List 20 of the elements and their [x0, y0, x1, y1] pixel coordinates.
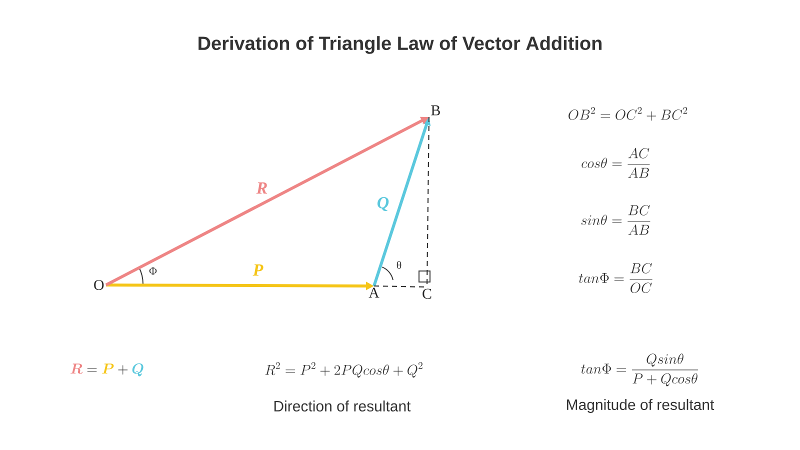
point-label: B	[431, 105, 440, 116]
point-label: A	[368, 288, 380, 298]
formula: $OB^2 = OC^2 + BC^2$	[568, 107, 688, 121]
vector-label: Q	[377, 196, 389, 211]
vector-label: R	[256, 182, 268, 194]
formula: $R^2 = P^2 + 2PQcos\theta + Q^2$	[265, 362, 422, 378]
formula: $cos\theta = \frac{AC}{AB}$	[582, 148, 650, 178]
title: Derivation of Triangle Law of Vector Addition	[198, 36, 602, 54]
point-label: O	[94, 280, 104, 290]
caption: Direction of resultant	[274, 400, 411, 412]
formula: $sin\theta = \frac{BC}{AB}$	[581, 204, 650, 235]
formula: $\textcolor[HTML]{EE8585}{\boldsymbol{R}} = \textcolor[HTML]{F5C518}{\boldsymbol{P}} + \textcolor[HTML]{5BC8DD}{\boldsymbol{Q}}$	[70, 363, 144, 376]
caption: Magnitude of resultant	[567, 399, 714, 413]
formula: $tan\Phi = \frac{BC}{OC}$	[578, 262, 652, 294]
point-label: C	[422, 288, 432, 299]
formula: $tan\Phi = \frac{Qsin\theta}{P + Qcos\theta}$	[581, 354, 698, 386]
dashed-line	[426, 116, 430, 287]
vector-label: P	[252, 264, 264, 276]
angle-label: Φ	[149, 267, 157, 275]
angle-label: θ	[396, 261, 402, 269]
